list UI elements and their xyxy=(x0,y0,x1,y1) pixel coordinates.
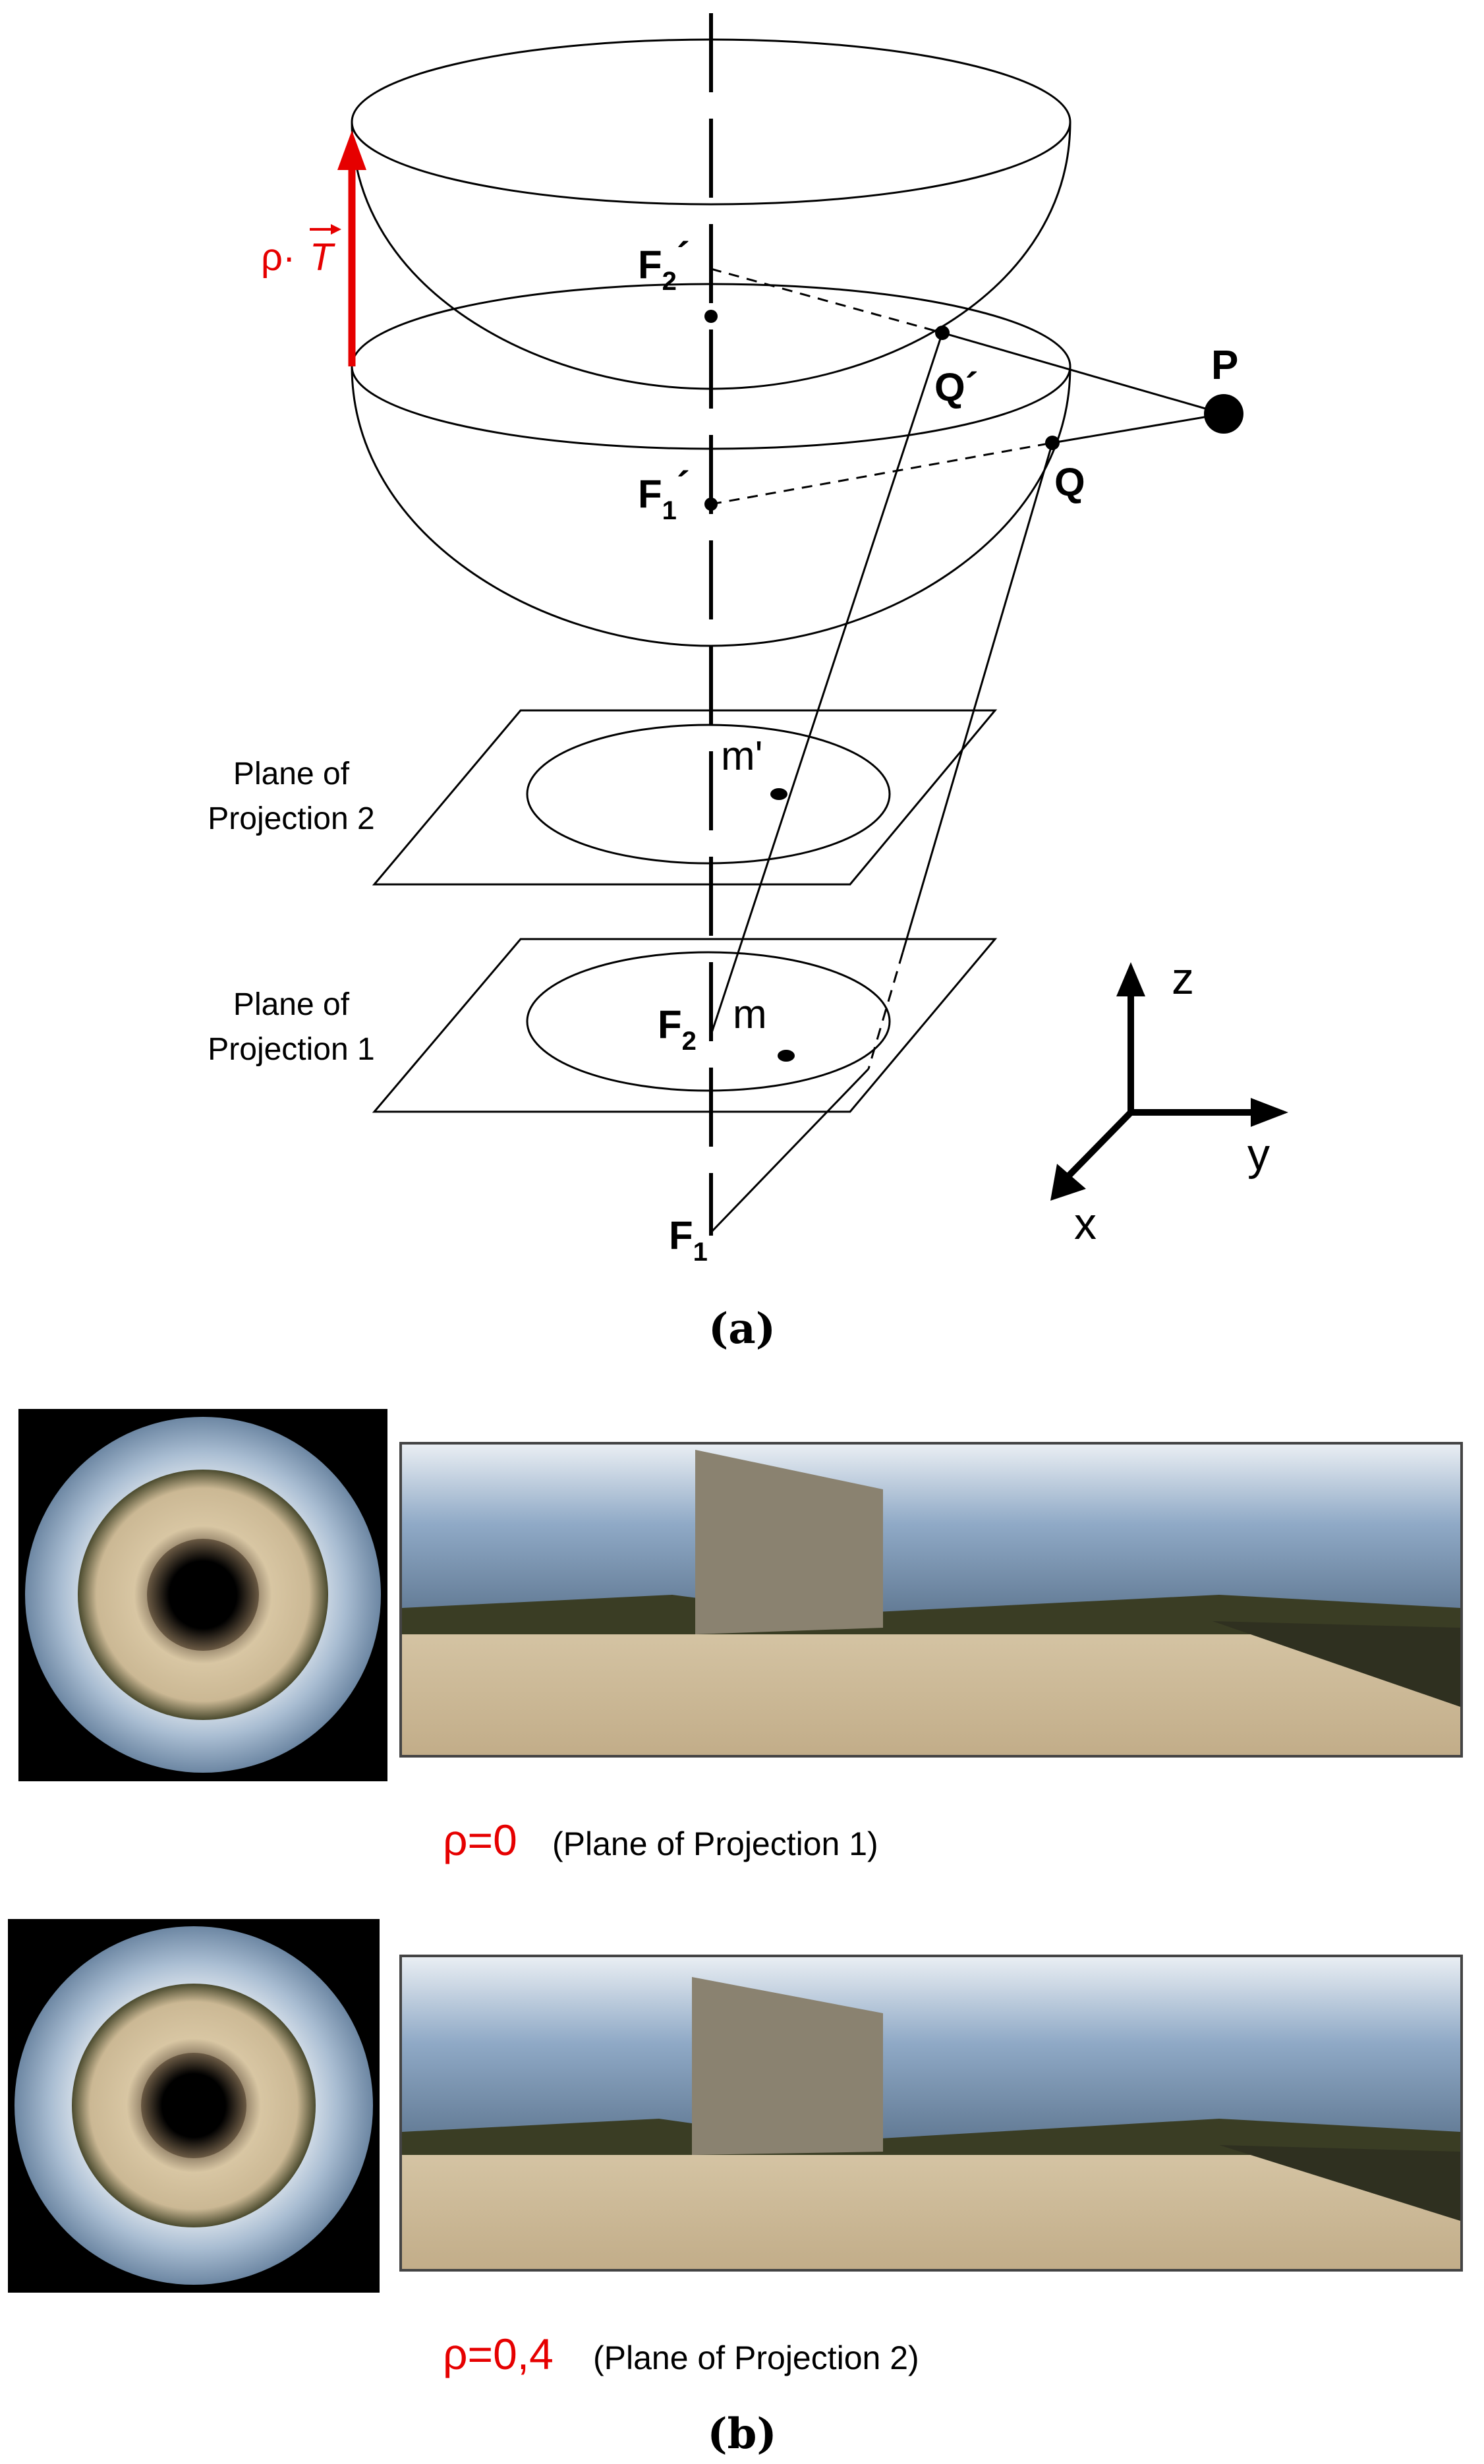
ray-q-f1-dashed xyxy=(867,952,904,1070)
panoramic-image-2-foliage xyxy=(402,2119,1460,2155)
point-m-prime xyxy=(770,788,787,800)
point-p xyxy=(1204,394,1243,434)
translation-label-t: T xyxy=(310,236,335,279)
translation-label-rho: ρ· xyxy=(261,236,295,279)
label-p: P xyxy=(1211,343,1238,388)
panoramic-image-1-ground xyxy=(402,1615,1460,1755)
plane2-label-line1: Plane of xyxy=(233,757,350,791)
plane1-label-line1: Plane of xyxy=(233,987,350,1022)
caption-a: (a) xyxy=(708,1304,776,1354)
plane-of-projection-2 xyxy=(372,709,998,886)
panel1-rho: ρ=0 xyxy=(443,1816,517,1864)
panoramic-image-1-building xyxy=(695,1450,883,1634)
z-axis-label: z xyxy=(1172,954,1194,1004)
plane1-label-line2: Projection 1 xyxy=(208,1032,374,1067)
label-f2-prime: F2´ xyxy=(638,235,690,296)
y-axis-label: y xyxy=(1247,1130,1270,1180)
ray-qp-f2 xyxy=(716,332,944,1016)
omni-image-1-center xyxy=(147,1539,259,1651)
mirror2-bowl xyxy=(351,121,1071,390)
y-axis-head xyxy=(1251,1098,1288,1127)
plane2-circle xyxy=(526,724,891,865)
z-axis-head xyxy=(1116,962,1145,996)
ray-qp-f2-lower xyxy=(710,1014,719,1035)
x-axis-label: x xyxy=(1074,1199,1097,1249)
point-m xyxy=(778,1050,795,1062)
x-axis xyxy=(1065,1110,1133,1180)
panoramic-image-2-building xyxy=(692,1977,883,2155)
panel1-desc: (Plane of Projection 1) xyxy=(552,1825,878,1862)
panoramic-image-2-ground xyxy=(402,2138,1460,2269)
panel2-rho: ρ=0,4 xyxy=(443,2330,554,2378)
ray-q-p xyxy=(1052,413,1224,444)
point-q-prime xyxy=(935,326,950,340)
label-m-prime: m' xyxy=(721,733,762,779)
coordinate-axes: z y x xyxy=(1050,954,1288,1249)
omni-diagram: F2´ F1´ Q´ Q P m' m F2 F1 ρ· T Plane of … xyxy=(208,13,1288,1354)
point-q xyxy=(1045,436,1060,450)
caption-b: (b) xyxy=(707,2409,776,2459)
panoramic-image-1-lawn xyxy=(1213,1621,1460,1707)
panoramic-image-2-lawn xyxy=(1219,2145,1460,2221)
translation-arrow-head xyxy=(337,130,366,170)
ray-q-f1-upper xyxy=(901,442,1054,953)
vector-bar-head xyxy=(331,224,341,235)
panoramic-image-1-foliage xyxy=(402,1595,1460,1634)
panoramic-image-2-sky xyxy=(402,1957,1460,2148)
panoramic-image-1-sky xyxy=(402,1445,1460,1622)
mirror1-bowl xyxy=(351,366,1071,647)
ray-qp-p xyxy=(942,331,1224,415)
omni-image-2-center xyxy=(141,2053,246,2158)
panel2-desc: (Plane of Projection 2) xyxy=(593,2339,919,2376)
panoramic-image-1 xyxy=(399,1442,1463,1758)
plane1-circle xyxy=(526,951,891,1092)
label-m: m xyxy=(733,992,767,1037)
ray-f1p-q xyxy=(710,442,1053,505)
label-f1: F1 xyxy=(669,1213,708,1267)
label-f2: F2 xyxy=(658,1002,697,1056)
point-f2-prime xyxy=(704,310,718,323)
x-axis-head xyxy=(1050,1164,1086,1201)
point-f1-prime xyxy=(704,498,718,511)
label-q-prime: Q´ xyxy=(934,365,979,409)
ray-f2p-qp xyxy=(710,268,943,334)
plane-of-projection-1 xyxy=(372,938,998,1113)
panel-rho-0-4: ρ=0,4 (Plane of Projection 2) xyxy=(8,1919,1463,2378)
plane2-label-line2: Projection 2 xyxy=(208,801,374,836)
panel-rho-0: ρ=0 (Plane of Projection 1) xyxy=(18,1409,1463,1864)
panoramic-image-2 xyxy=(399,1955,1463,2272)
label-q: Q xyxy=(1054,460,1085,504)
label-f1-prime: F1´ xyxy=(638,464,690,525)
ray-q-f1-lower xyxy=(710,1068,870,1234)
